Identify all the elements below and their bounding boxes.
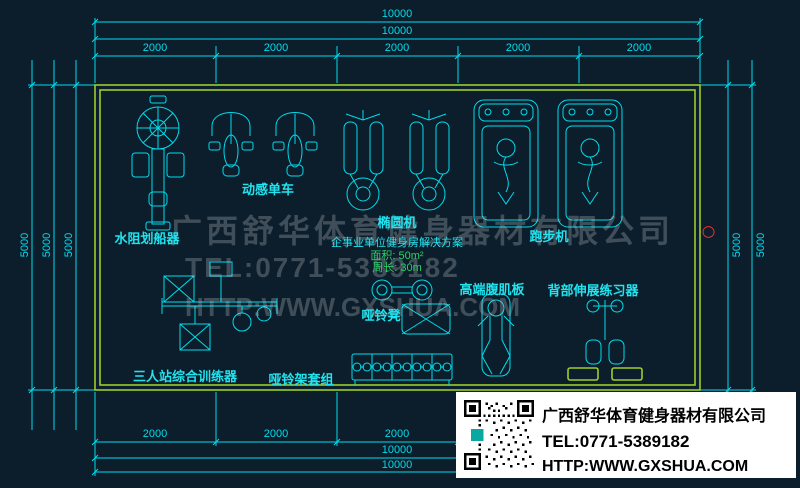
dim-top-segment-4: 2000	[505, 42, 531, 54]
multi-station-drawing	[161, 261, 278, 351]
watermark-url: HTTP:WWW.GXSHUA.COM	[185, 292, 521, 322]
spin-bike-drawing-2	[272, 112, 318, 177]
plan-title: 企事业单位健身房解决方案	[331, 237, 463, 249]
spin-bike-drawing-1	[208, 112, 254, 177]
label-elliptical: 椭圆机	[377, 215, 417, 230]
label-water-rower: 水阻划船器	[114, 231, 180, 246]
treadmill-drawing-1	[473, 99, 539, 228]
dim-top-segment-3: 2000	[384, 42, 410, 54]
label-ab-board: 高端腹肌板	[459, 282, 525, 297]
company-tel: TEL:0771-5389182	[542, 432, 690, 451]
elliptical-drawing-2	[409, 110, 450, 211]
dim-top-total-1: 10000	[381, 8, 413, 20]
dim-bottom-total-1: 10000	[381, 444, 413, 456]
label-dumbbell-rack: 哑铃架套组	[268, 372, 334, 387]
label-back-extension: 背部伸展练习器	[547, 283, 639, 298]
label-treadmill: 跑步机	[529, 229, 569, 244]
room-walls	[94, 84, 701, 391]
dim-top-segment-2: 2000	[263, 42, 289, 54]
dim-left-1: 5000	[19, 232, 31, 258]
dim-bottom-total-2: 10000	[381, 459, 413, 471]
ab-board-drawing	[477, 293, 515, 377]
dim-top-segment-5: 2000	[626, 42, 652, 54]
water-rower-drawing	[131, 95, 185, 231]
red-revision-mark: 〇	[701, 225, 717, 239]
dim-bottom-segment-1: 2000	[142, 428, 168, 440]
dim-bottom-segment-3: 2000	[384, 428, 410, 440]
plan-perimeter: 周长: 30m	[372, 262, 422, 274]
company-info-text: 广西舒华体育健身器材有限公司 TEL:0771-5389182 HTTP:WWW…	[542, 398, 766, 476]
dim-bottom-segment-2: 2000	[263, 428, 289, 440]
company-name: 广西舒华体育健身器材有限公司	[542, 408, 767, 425]
plan-area: 面积: 50m²	[370, 250, 424, 262]
dim-top-total-2: 10000	[381, 25, 413, 37]
dim-left-2: 5000	[41, 232, 53, 258]
company-info-panel: 广西舒华体育健身器材有限公司 TEL:0771-5389182 HTTP:WWW…	[456, 392, 796, 478]
dim-right-1: 5000	[731, 232, 743, 258]
qr-logo	[471, 428, 484, 442]
label-dumbbell-bench: 哑铃凳	[361, 308, 401, 323]
dimension-lines	[31, 21, 753, 473]
elliptical-drawing-1	[343, 110, 384, 211]
dumbbell-bench-drawing	[371, 279, 451, 335]
dim-right-2: 5000	[755, 232, 767, 258]
dumbbell-rack-drawing	[351, 353, 453, 386]
watermark-company: 广西舒华体育健身器材有限公司	[170, 213, 675, 249]
company-url: HTTP:WWW.GXSHUA.COM	[542, 458, 749, 475]
watermark-tel: TEL:0771-5389182	[185, 252, 460, 283]
dim-top-segment-1: 2000	[142, 42, 168, 54]
label-multi-station: 三人站综合训练器	[132, 369, 238, 384]
treadmill-drawing-2	[557, 99, 623, 228]
dim-left-3: 5000	[63, 232, 75, 258]
qr-code	[464, 400, 534, 470]
label-spin-bike: 动感单车	[241, 182, 295, 197]
back-extension-drawing	[567, 299, 643, 381]
